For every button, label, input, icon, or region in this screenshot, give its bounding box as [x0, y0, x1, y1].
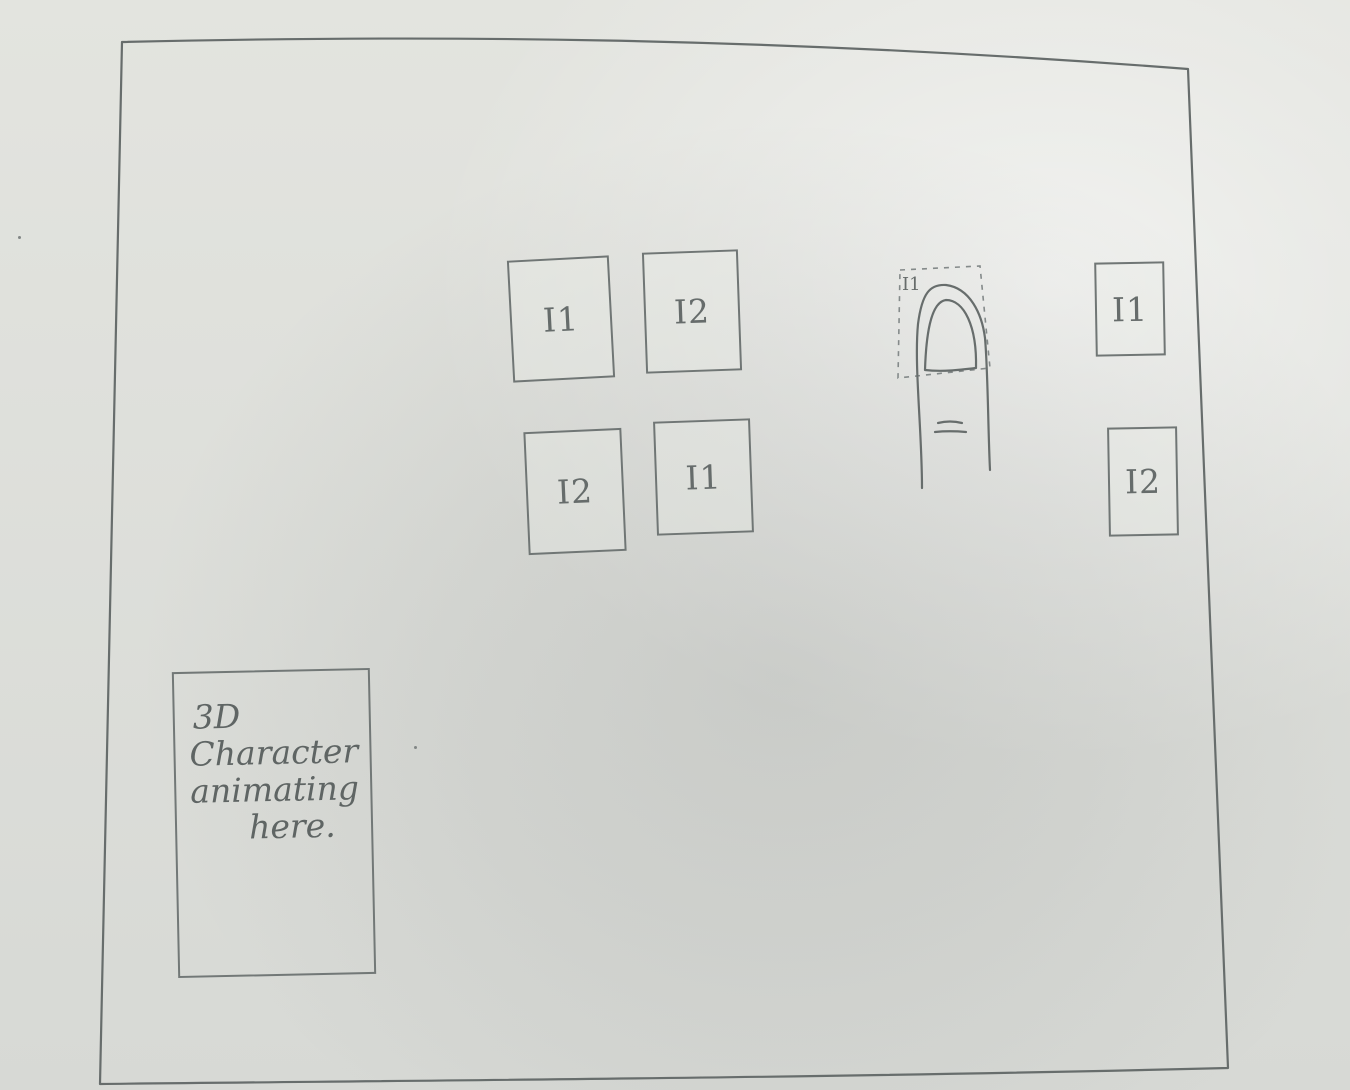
drag-ghost-label: I1	[902, 274, 921, 295]
tile-i2-top-middle[interactable]: I2	[641, 249, 743, 374]
paper-mark-left	[18, 236, 21, 239]
preview-line-1: 3D	[192, 696, 241, 737]
tile-i1-top-left[interactable]: I1	[506, 255, 616, 383]
tile-i1-right[interactable]: I1	[1094, 261, 1166, 357]
preview-line-4: here.	[248, 805, 337, 847]
tile-i2-right[interactable]: I2	[1107, 426, 1179, 537]
preview-line-2: Character	[189, 731, 359, 774]
paper-mark-center	[414, 746, 417, 749]
character-preview-box: 3D Character animating here.	[171, 667, 377, 979]
tile-i1-bottom-middle[interactable]: I1	[653, 418, 754, 536]
tile-i2-bottom-left[interactable]: I2	[523, 427, 627, 556]
preview-line-3: animating	[189, 768, 360, 811]
